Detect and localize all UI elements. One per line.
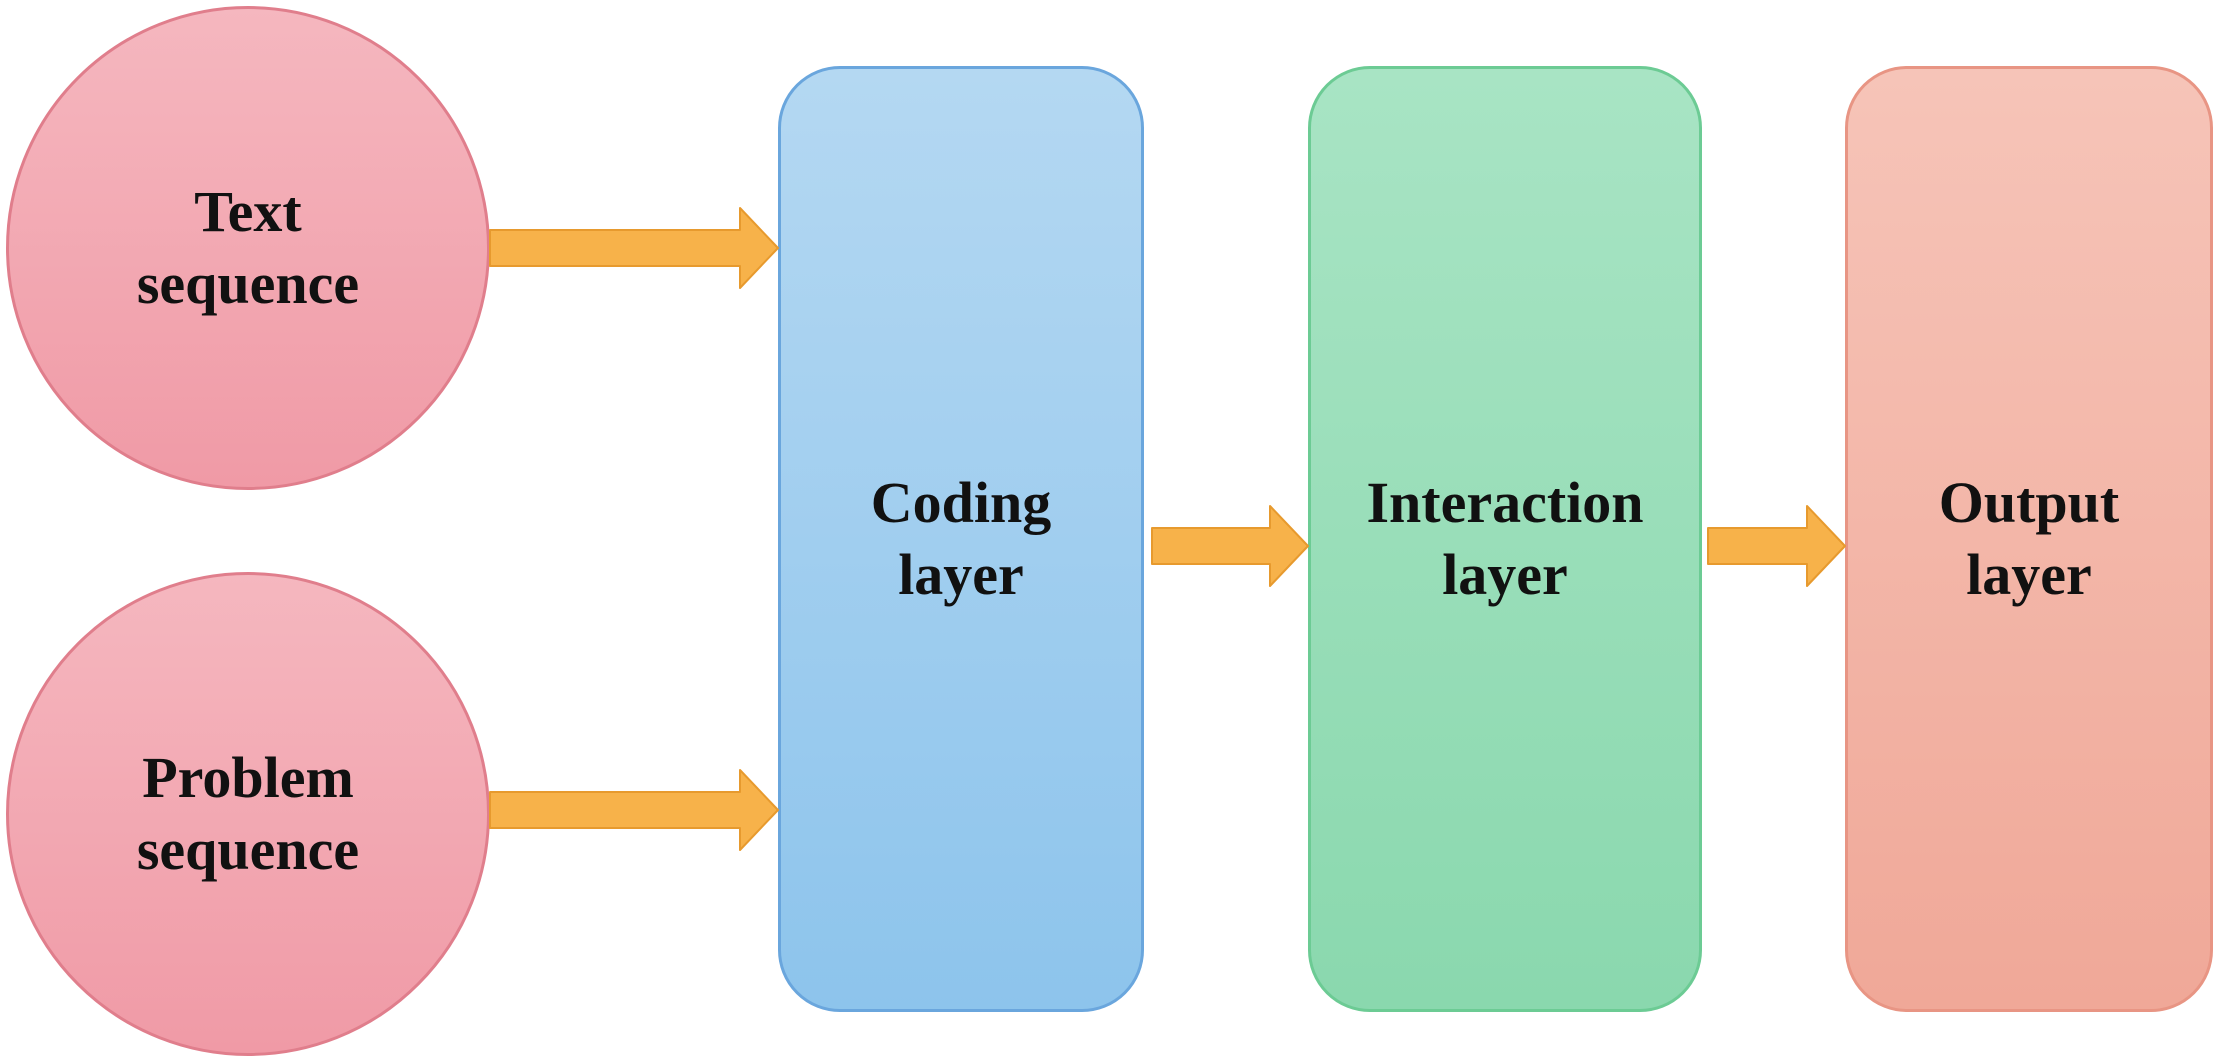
arrow-text-to-coding bbox=[489, 207, 779, 289]
output-layer-label-line1: Output bbox=[1938, 470, 2120, 535]
problem-sequence-label-line1: Problem bbox=[142, 745, 354, 810]
coding-layer-label: Coding layer bbox=[871, 467, 1052, 611]
arrow-interaction-to-output bbox=[1707, 505, 1846, 587]
output-layer-label-line2: layer bbox=[1966, 542, 2092, 607]
output-layer-label: Output layer bbox=[1939, 467, 2120, 611]
interaction-layer-label-line2: layer bbox=[1442, 542, 1568, 607]
interaction-layer-node: Interaction layer bbox=[1308, 66, 1702, 1012]
problem-sequence-node: Problem sequence bbox=[6, 572, 490, 1056]
coding-layer-label-line2: layer bbox=[898, 542, 1024, 607]
text-sequence-label-line2: sequence bbox=[136, 251, 360, 316]
problem-sequence-label-line2: sequence bbox=[136, 817, 360, 882]
coding-layer-node: Coding layer bbox=[778, 66, 1144, 1012]
text-sequence-label-line1: Text bbox=[194, 179, 302, 244]
arrow-problem-to-coding bbox=[489, 769, 779, 851]
output-layer-node: Output layer bbox=[1845, 66, 2213, 1012]
coding-layer-label-line1: Coding bbox=[870, 470, 1052, 535]
text-sequence-node: Text sequence bbox=[6, 6, 490, 490]
arrow-coding-to-interaction bbox=[1151, 505, 1309, 587]
interaction-layer-label-line1: Interaction bbox=[1366, 470, 1644, 535]
problem-sequence-label: Problem sequence bbox=[137, 742, 359, 886]
text-sequence-label: Text sequence bbox=[137, 176, 359, 320]
interaction-layer-label: Interaction layer bbox=[1366, 467, 1643, 611]
